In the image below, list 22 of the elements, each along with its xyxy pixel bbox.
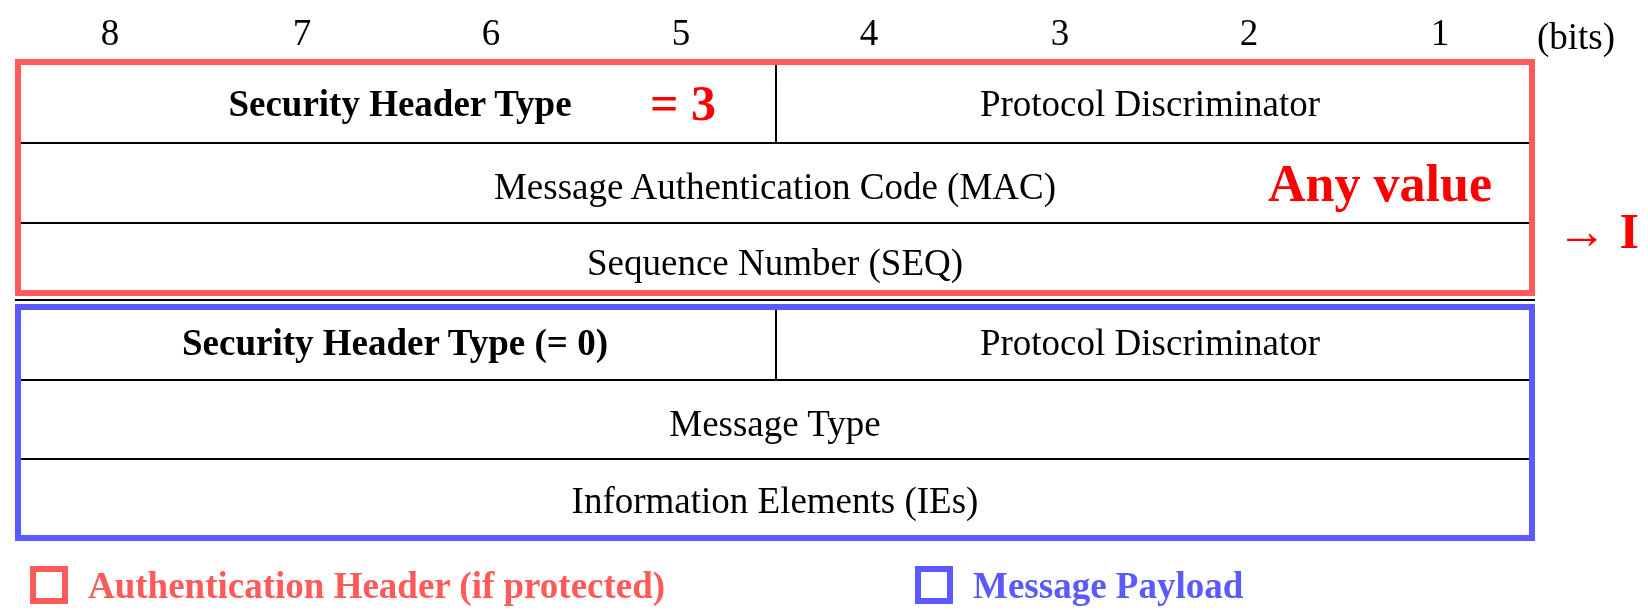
unit-label: (bits) xyxy=(1536,17,1616,55)
legend-label: Authentication Header (if protected) xyxy=(88,563,666,607)
bit-number: 3 xyxy=(1050,13,1070,51)
field-label: Sequence Number (SEQ) xyxy=(586,243,964,281)
bit-number: 4 xyxy=(859,13,879,51)
field-label: Protocol Discriminator xyxy=(979,84,1321,122)
bit-number: 8 xyxy=(100,13,120,51)
legend-label: Message Payload xyxy=(973,563,1244,607)
field-label: Security Header Type xyxy=(228,84,572,122)
bit-number: 5 xyxy=(671,13,691,51)
bit-number: 7 xyxy=(292,13,312,51)
bit-number: 6 xyxy=(481,13,501,51)
field-label: Protocol Discriminator xyxy=(979,323,1321,361)
field-label: Security Header Type (= 0) xyxy=(182,323,608,361)
arrow-note: → I xyxy=(1557,206,1639,256)
field-value: = 3 xyxy=(650,78,716,128)
field-label: Information Elements (IEs) xyxy=(571,481,979,519)
bit-number: 1 xyxy=(1430,13,1450,51)
bit-number: 2 xyxy=(1239,13,1259,51)
field-label: Message Authentication Code (MAC) xyxy=(493,167,1057,205)
field-label: Message Type xyxy=(669,404,881,442)
field-value: Any value xyxy=(1268,158,1492,210)
